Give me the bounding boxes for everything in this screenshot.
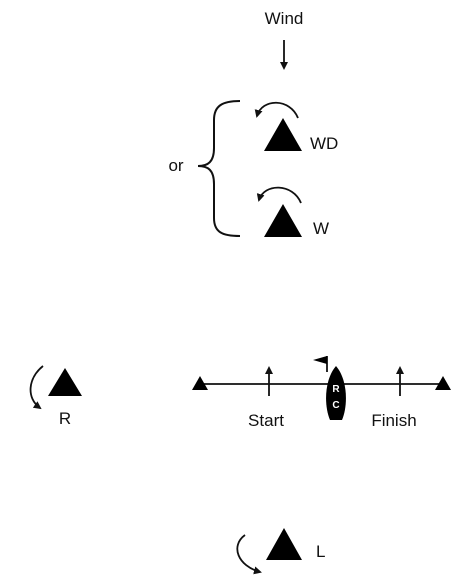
l-mark-triangle xyxy=(266,528,302,560)
start-label: Start xyxy=(248,411,284,430)
flag-icon xyxy=(313,356,327,364)
r-rounding-arrow xyxy=(29,365,44,410)
choice-brace xyxy=(197,100,241,237)
committee-boat-label-c: C xyxy=(332,400,339,411)
l-rounding-arrow xyxy=(236,534,262,575)
wind-label: Wind xyxy=(265,9,304,28)
w-mark-triangle xyxy=(264,204,302,237)
committee-boat-label-r: R xyxy=(332,384,340,395)
l-label: L xyxy=(316,542,325,561)
w-label: W xyxy=(313,219,329,238)
committee-boat-hull xyxy=(326,366,346,420)
wd-mark-triangle xyxy=(264,118,302,151)
finish-label: Finish xyxy=(371,411,416,430)
finish-pin-mark xyxy=(435,376,451,390)
wd-rounding-arrow xyxy=(254,101,299,119)
r-label: R xyxy=(59,409,71,428)
start-pin-mark xyxy=(192,376,208,390)
committee-boat: R C xyxy=(313,356,346,420)
wd-label: WD xyxy=(310,134,338,153)
r-mark-triangle xyxy=(48,368,82,396)
or-label: or xyxy=(168,156,183,175)
w-rounding-arrow xyxy=(256,186,302,204)
